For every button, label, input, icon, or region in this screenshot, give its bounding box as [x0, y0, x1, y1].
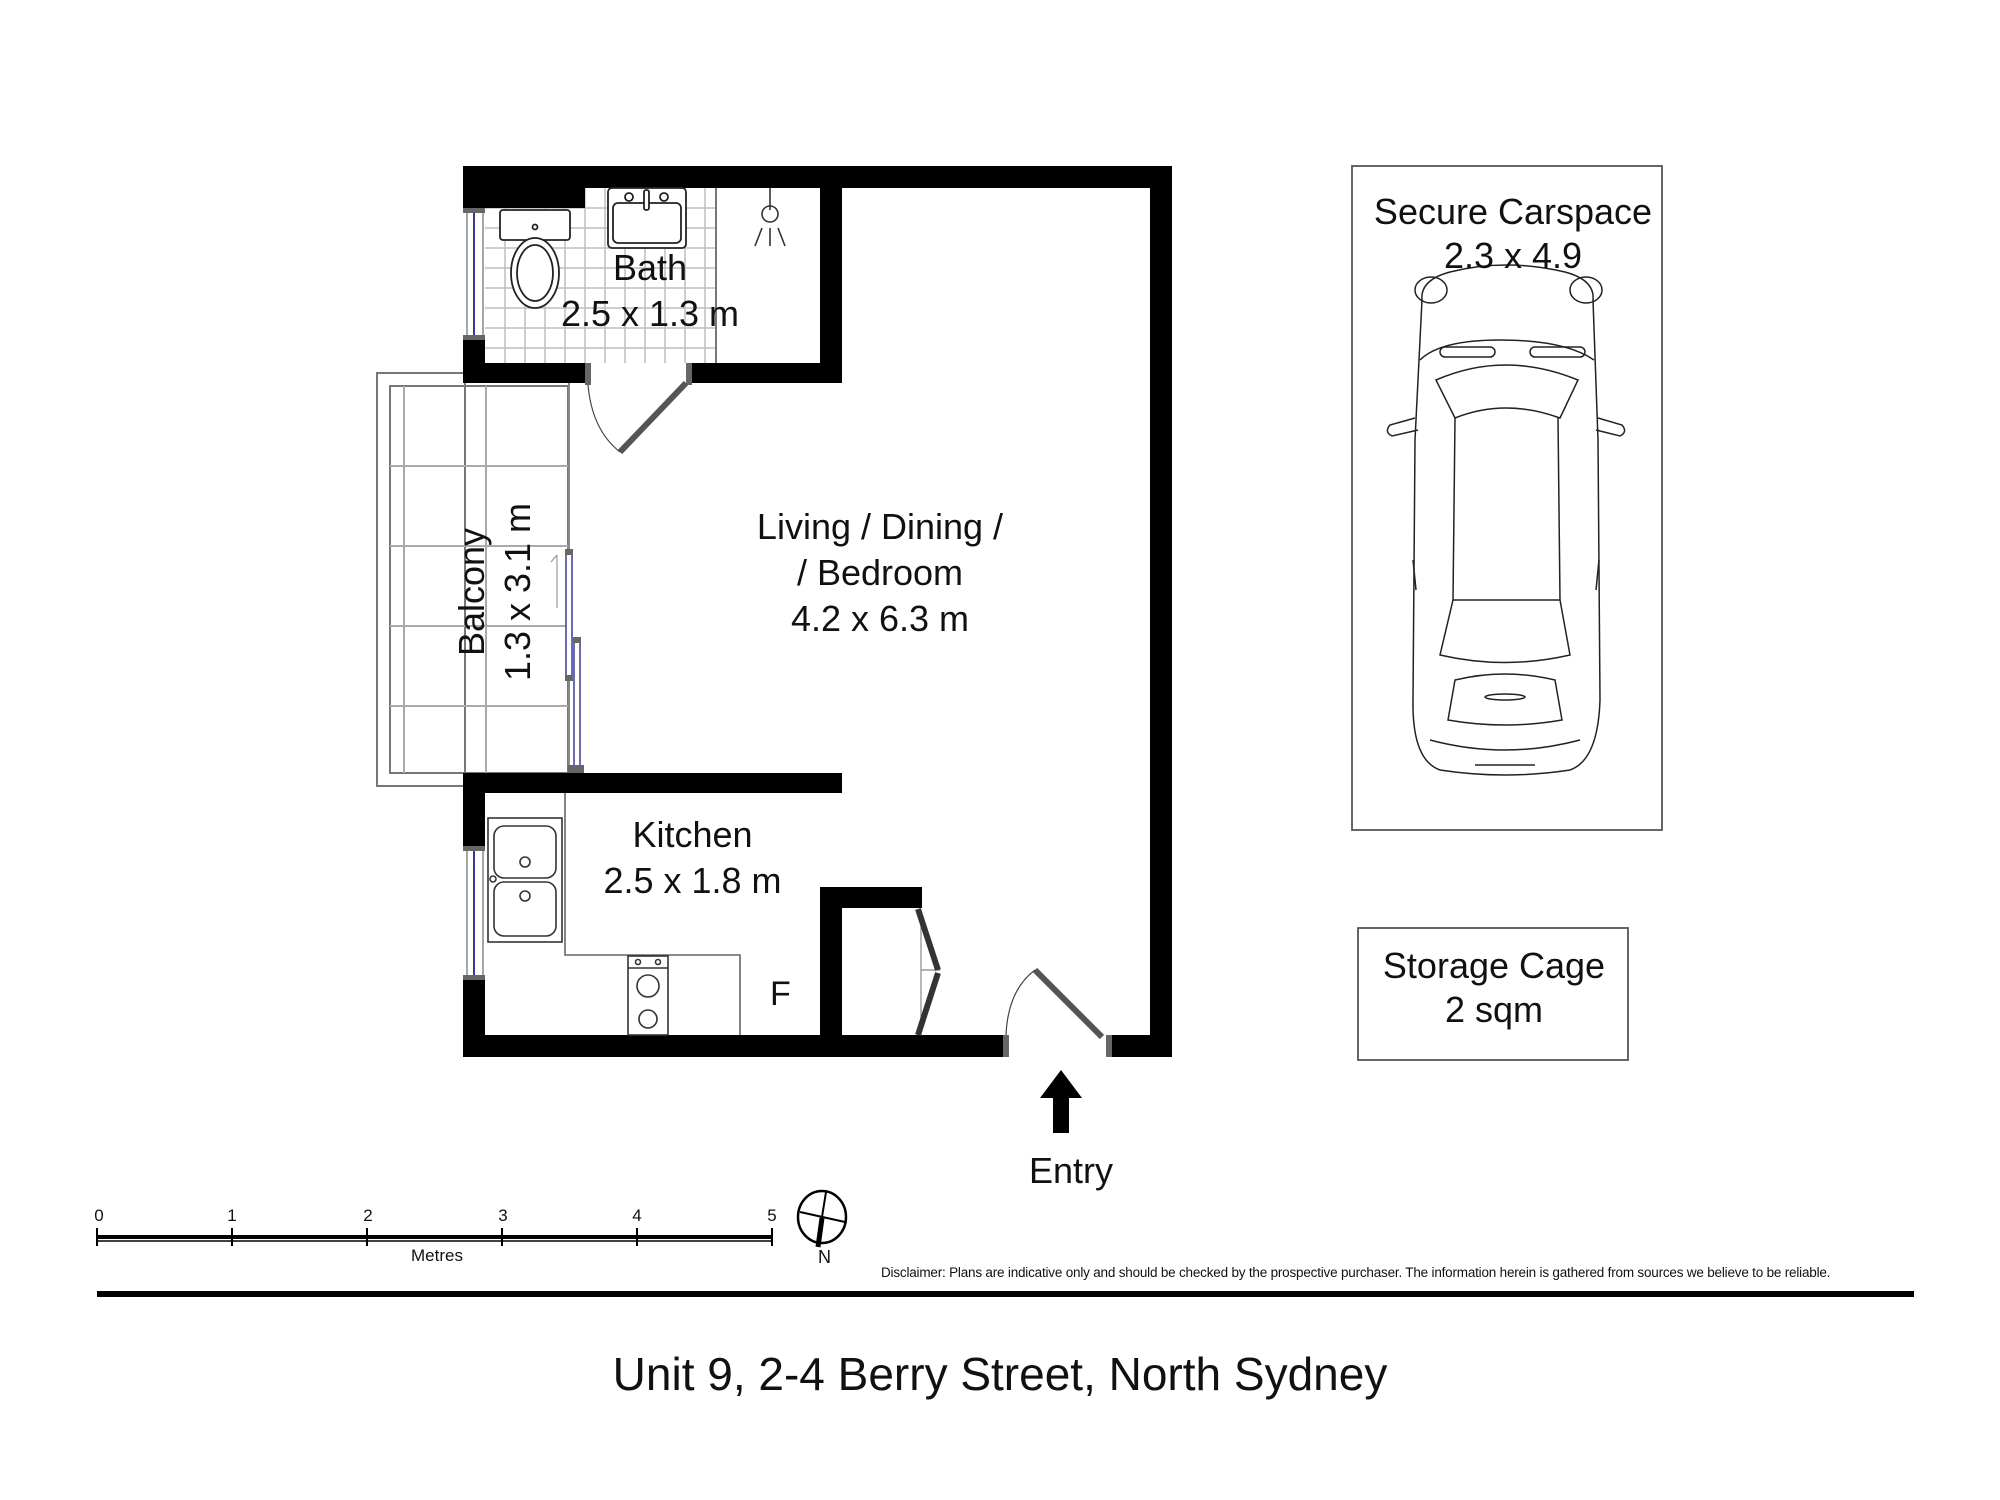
- balcony-sliding-door[interactable]: [550, 383, 584, 773]
- storage-name: Storage Cage: [1382, 945, 1606, 986]
- car-icon: [1386, 264, 1626, 776]
- storage-cage-box: [1357, 927, 1629, 1061]
- carspace-box: [1351, 165, 1663, 831]
- bath-label: Bath 2.5 x 1.3 m: [555, 245, 745, 337]
- balcony-dimensions: 1.3 x 3.1 m: [497, 502, 538, 682]
- living-name-line2: / Bedroom: [735, 550, 1025, 596]
- living-label: Living / Dining / / Bedroom 4.2 x 6.3 m: [735, 504, 1025, 642]
- living-slash: /: [796, 552, 807, 593]
- scale-tick-5: 5: [767, 1206, 777, 1225]
- kitchen-name: Kitchen: [632, 814, 753, 855]
- living-dimensions: 4.2 x 6.3 m: [790, 598, 970, 639]
- shower-icon: [754, 188, 786, 247]
- balcony-label: Balcony 1.3 x 3.1 m: [449, 482, 541, 702]
- cooktop-icon: [627, 955, 669, 1036]
- bath-door[interactable]: [585, 363, 692, 455]
- basin-icon: [607, 187, 687, 249]
- compass-north-label: N: [818, 1247, 831, 1267]
- scale-tick-3: 3: [498, 1206, 508, 1225]
- north-compass-icon: [796, 1189, 848, 1248]
- living-bedroom: Bedroom: [816, 552, 964, 593]
- fridge-label: F: [770, 975, 791, 1013]
- entry-label: Entry: [1028, 1150, 1114, 1191]
- scale-unit-label: Metres: [411, 1246, 463, 1265]
- entry-arrow-icon: [1040, 1070, 1082, 1133]
- living-name-line1: Living / Dining /: [756, 506, 1004, 547]
- kitchen-dimensions: 2.5 x 1.8 m: [603, 860, 782, 901]
- cupboard-bifold-door[interactable]: [915, 908, 941, 1036]
- balcony-outline: [376, 372, 569, 787]
- footer-rule: [97, 1291, 1914, 1297]
- scale-bar: [96, 1228, 773, 1246]
- storage-label: Storage Cage 2 sqm: [1383, 944, 1605, 1032]
- carspace-label: Secure Carspace 2.3 x 4.9: [1374, 190, 1652, 278]
- scale-tick-0: 0: [94, 1206, 104, 1225]
- walls: [463, 166, 1172, 1057]
- toilet-icon: [499, 209, 571, 309]
- bath-name: Bath: [612, 247, 688, 288]
- kitchen-label: Kitchen 2.5 x 1.8 m: [585, 812, 800, 904]
- carspace-name: Secure Carspace: [1373, 191, 1653, 232]
- carspace-dimensions: 2.3 x 4.9: [1443, 235, 1583, 276]
- scale-tick-2: 2: [363, 1206, 373, 1225]
- scale-tick-4: 4: [632, 1206, 642, 1225]
- address-title: Unit 9, 2-4 Berry Street, North Sydney: [612, 1348, 1388, 1400]
- kitchen-counter: [564, 793, 741, 1035]
- bath-dimensions: 2.5 x 1.3 m: [560, 293, 740, 334]
- storage-dimensions: 2 sqm: [1444, 989, 1544, 1030]
- disclaimer-text: Disclaimer: Plans are indicative only an…: [881, 1265, 1831, 1280]
- balcony-name: Balcony: [451, 527, 492, 657]
- kitchen-sink-icon: [487, 817, 563, 943]
- entry-door[interactable]: [1003, 967, 1112, 1057]
- scale-tick-1: 1: [227, 1206, 237, 1225]
- bath-window: [463, 208, 485, 340]
- kitchen-window: [463, 846, 485, 980]
